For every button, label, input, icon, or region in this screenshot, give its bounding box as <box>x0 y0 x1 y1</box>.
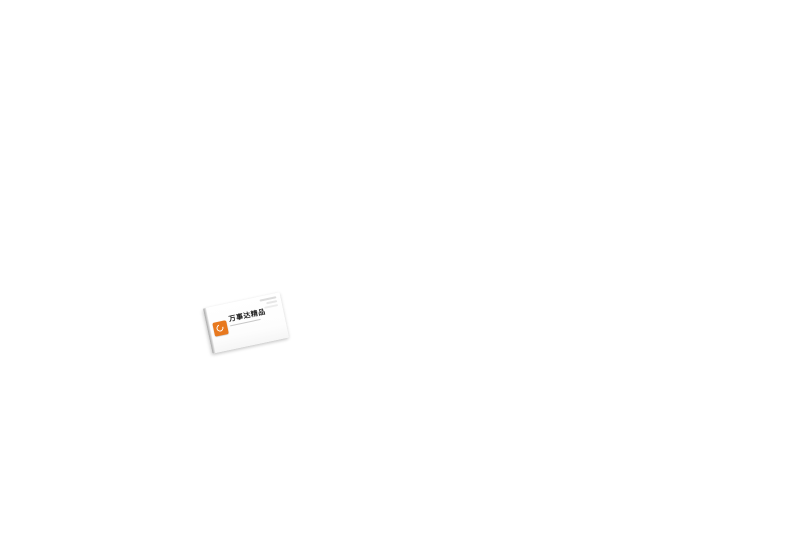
logo-swoosh-icon <box>215 323 225 333</box>
product-card-wrap: 万事达精品 <box>203 291 290 355</box>
brand-logo-icon <box>212 320 229 337</box>
business-card: 万事达精品 <box>203 292 289 354</box>
faint-mark-line <box>264 303 279 309</box>
brand-row: 万事达精品 <box>211 308 268 337</box>
brand-text-column: 万事达精品 <box>228 308 267 327</box>
